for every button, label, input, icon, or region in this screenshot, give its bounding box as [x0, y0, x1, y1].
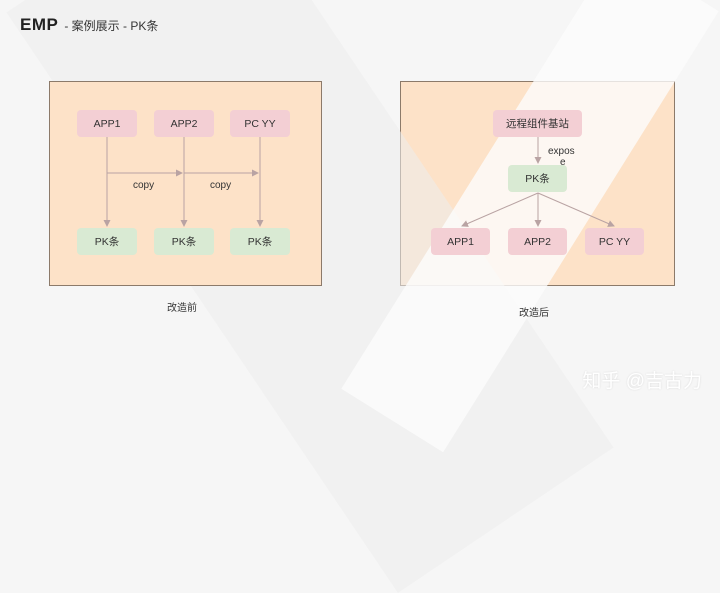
after-node-remote-component-station: 远程组件基站 — [493, 110, 582, 137]
after-caption: 改造后 — [519, 308, 549, 319]
before-node-pk-2: PK条 — [154, 228, 214, 255]
before-diagram-connectors — [103, 137, 615, 227]
arrow-pk-to-app1 — [461, 192, 539, 227]
expose-label-line2: e — [560, 157, 566, 168]
before-node-app2: APP2 — [154, 110, 214, 137]
slide-header: EMP - 案例展示 - PK条 — [20, 15, 158, 35]
arrow-pk-to-pcyy — [537, 192, 615, 227]
before-caption: 改造前 — [167, 303, 197, 314]
before-node-pk-3: PK条 — [230, 228, 290, 255]
expose-label-line1: expos — [548, 146, 575, 157]
copy-label-2: copy — [210, 180, 232, 191]
brand-title: EMP — [20, 15, 59, 34]
copy-label-1: copy — [133, 180, 155, 191]
before-node-pk-1: PK条 — [77, 228, 137, 255]
after-node-pk: PK条 — [508, 165, 567, 192]
after-node-pcyy: PC YY — [585, 228, 644, 255]
after-node-app2: APP2 — [508, 228, 567, 255]
watermark: 知乎 @吉古力 — [582, 371, 702, 392]
before-node-pcyy: PC YY — [230, 110, 290, 137]
slide-subtitle: - 案例展示 - PK条 — [64, 19, 159, 33]
after-node-app1: APP1 — [431, 228, 490, 255]
before-node-app1: APP1 — [77, 110, 137, 137]
